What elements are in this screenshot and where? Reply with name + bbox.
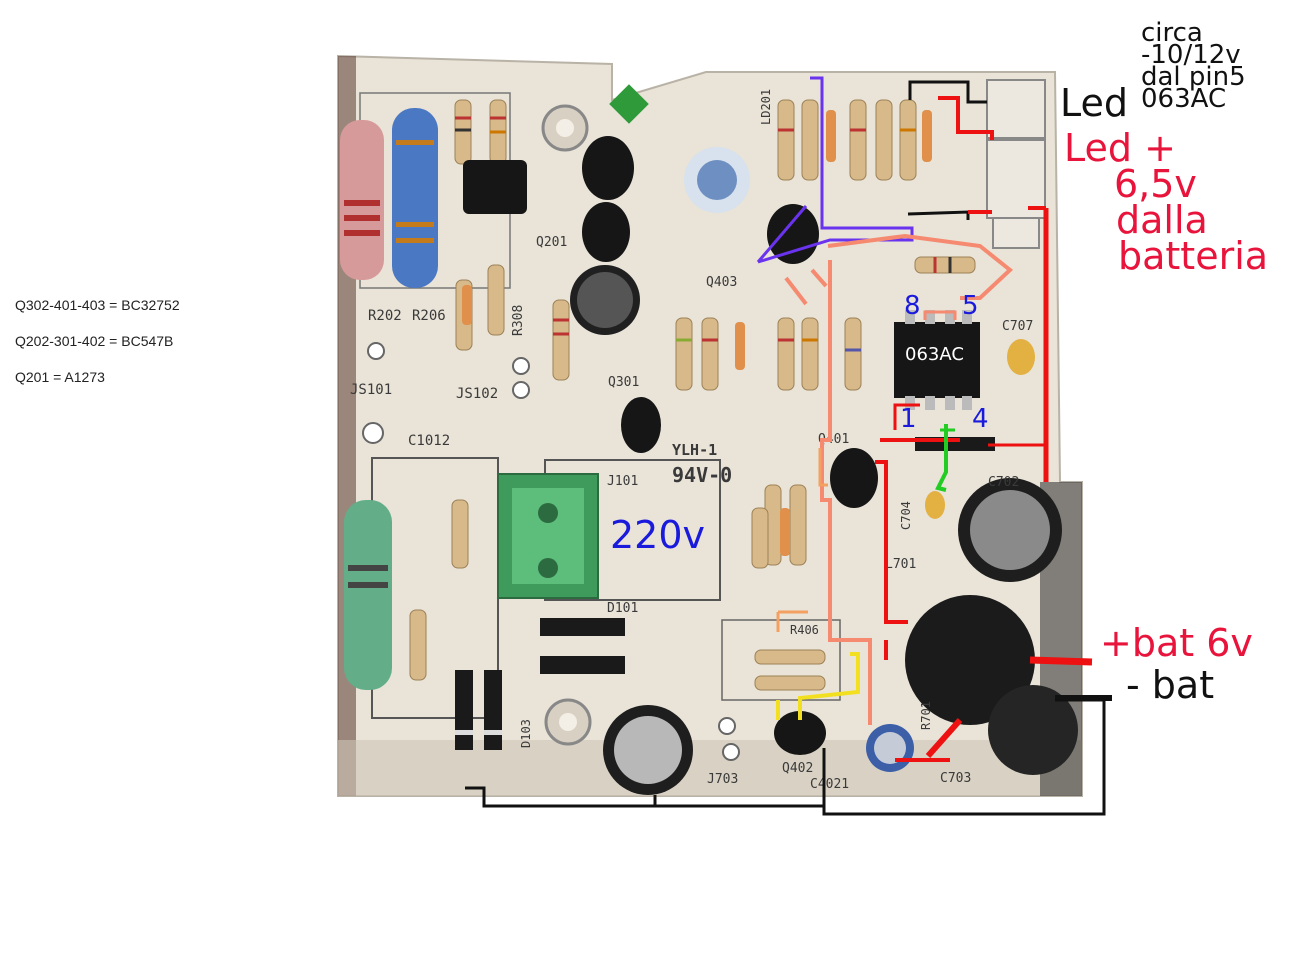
- note-pin5-voltage: circa -10/12v dal pin5 063AC: [1141, 18, 1246, 114]
- pcb-label-d101: D101: [607, 601, 638, 616]
- pcb-label-c704: C704: [899, 501, 913, 530]
- pcb-label-c1012: C1012: [408, 433, 450, 449]
- rectifier-diodes: [455, 437, 995, 750]
- terminal-block-j101: [497, 473, 599, 599]
- led-plus-line-4: batteria: [1118, 234, 1269, 278]
- power-resistor-green: [344, 500, 392, 690]
- pcb-label-l701: L701: [885, 557, 916, 572]
- pcb-label-94v0: 94V-0: [672, 463, 732, 487]
- wire-red-led-plus: [938, 96, 994, 140]
- pcb-label-r308: R308: [511, 305, 526, 336]
- wire-green: [935, 424, 948, 492]
- wire-orange: [818, 448, 828, 487]
- led-connectors: [986, 79, 1046, 249]
- label-led-plus: Led + 6,5v dalla batteria: [1064, 126, 1269, 278]
- pcb-label-c702: C702: [988, 475, 1019, 490]
- wire-salmon: [820, 260, 872, 725]
- pcb-label-q402: Q402: [782, 761, 813, 776]
- transistors: [463, 136, 878, 755]
- legend-line-q201: Q201 = A1273: [15, 369, 105, 385]
- legend-line-q202: Q202-301-402 = BC547B: [15, 333, 174, 349]
- pin-1-label: 1: [900, 404, 917, 434]
- label-led: Led: [1060, 81, 1129, 125]
- pcb-label-q403: Q403: [706, 275, 737, 290]
- wire-bat-plus: [1029, 656, 1093, 666]
- wire-black-led: [908, 80, 987, 104]
- pcb-label-r206: R206: [412, 308, 446, 324]
- ic-label: 063AC: [905, 344, 964, 365]
- wire-yellow: [798, 652, 860, 720]
- pcb-label-j703: J703: [707, 772, 738, 787]
- pcb-label-js101: JS101: [350, 382, 392, 398]
- pin-4-label: 4: [972, 404, 989, 434]
- pcb-label-q301: Q301: [608, 375, 639, 390]
- pcb-label-ylh: YLH-1: [672, 441, 717, 459]
- ic-063ac: [894, 310, 980, 410]
- note-line-2: -10/12v: [1141, 40, 1241, 70]
- capacitors: [570, 147, 1078, 795]
- led-plus-line-3: dalla: [1116, 198, 1208, 242]
- wire-purple: [757, 76, 914, 264]
- label-bat-minus: - bat: [1126, 663, 1215, 707]
- pcb-label-js102: JS102: [456, 386, 498, 402]
- wire-black-ground: [465, 748, 826, 808]
- note-line-4: 063AC: [1141, 84, 1227, 114]
- power-resistor-r202: [340, 120, 384, 280]
- legend-line-q302: Q302-401-403 = BC32752: [15, 297, 180, 313]
- led-plus-line-1: Led +: [1064, 126, 1176, 170]
- pcb-label-c4021: C4021: [810, 777, 849, 792]
- pcb-label-j101: J101: [607, 474, 638, 489]
- power-resistor-r206: [392, 108, 438, 288]
- led-plus-line-2: 6,5v: [1114, 162, 1197, 206]
- pcb-label-r701: R701: [919, 701, 933, 730]
- pcb-label-d103: D103: [519, 719, 533, 748]
- label-220v: 220v: [610, 513, 706, 557]
- pcb-label-c703: C703: [940, 771, 971, 786]
- pcb-label-q401: Q401: [818, 432, 849, 447]
- note-line-3: dal pin5: [1141, 62, 1246, 92]
- label-bat-plus: +bat 6v: [1100, 621, 1253, 665]
- note-line-1: circa: [1141, 18, 1203, 48]
- pin-5-label: 5: [962, 291, 979, 321]
- pcb-label-q201: Q201: [536, 235, 567, 250]
- pin-8-label: 8: [904, 291, 921, 321]
- pcb-label-c707: C707: [1002, 319, 1033, 334]
- pcb-label-r202: R202: [368, 308, 402, 324]
- pcb-label-ld201: LD201: [759, 89, 773, 125]
- pcb-label-r406: R406: [790, 623, 819, 637]
